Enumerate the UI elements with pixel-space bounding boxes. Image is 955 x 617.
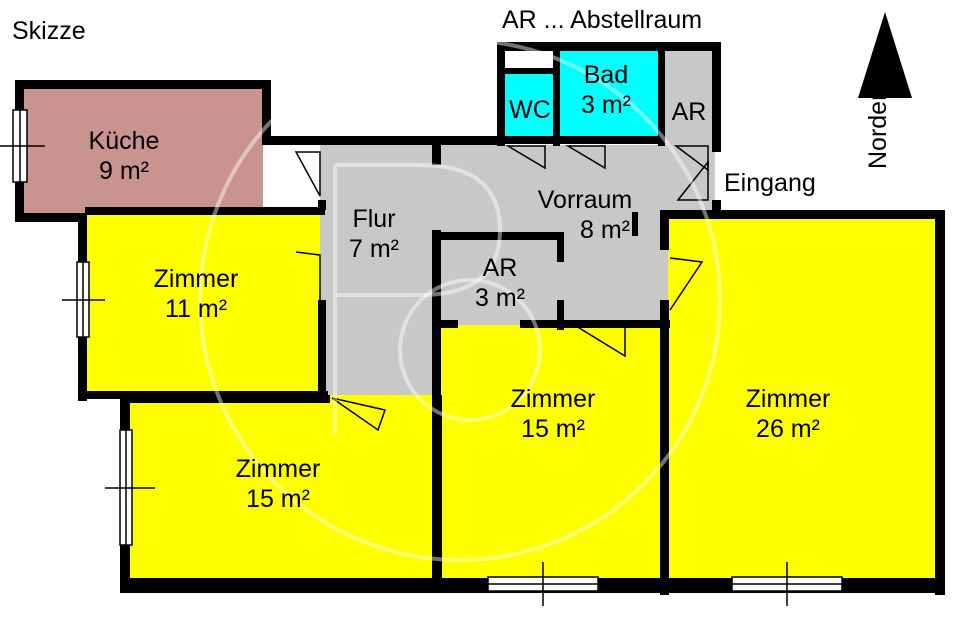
storage-top-room <box>665 50 715 145</box>
wc-name: WC <box>509 96 551 124</box>
bedroom-26-room <box>668 215 943 585</box>
foyer-area: 8 m² <box>579 216 630 244</box>
legend-label: AR ... Abstellraum <box>502 6 703 34</box>
north-label-text: Norden <box>864 87 892 169</box>
watermark-logo <box>198 38 722 562</box>
hall-area: 7 m² <box>349 235 399 263</box>
north-label: Norden <box>864 69 895 169</box>
wc-label: WC <box>509 95 551 125</box>
north-arrow-icon <box>858 12 912 98</box>
storage-mid-area: 3 m² <box>475 284 525 312</box>
bedroom-11-label: Zimmer 11 m² <box>154 264 239 324</box>
bath-name: Bad <box>583 61 629 89</box>
bedroom-26-name: Zimmer <box>745 385 831 413</box>
hall-room <box>320 145 438 395</box>
bedroom-15-center-area: 15 m² <box>521 415 585 443</box>
storage-top-name: AR <box>671 98 707 126</box>
bedroom-11-name: Zimmer <box>153 265 239 293</box>
bath-room <box>559 50 659 140</box>
hall-label: Flur 7 m² <box>349 204 399 264</box>
bedroom-15-left-room <box>128 395 438 585</box>
storage-mid-name: AR <box>482 254 518 282</box>
kitchen-name: Küche <box>88 127 160 155</box>
hall-name: Flur <box>352 205 396 233</box>
bedroom-26-label: Zimmer 26 m² <box>746 384 831 444</box>
bedroom-11-room <box>85 214 325 394</box>
storage-mid-label: AR 3 m² <box>475 253 525 313</box>
foyer-label: Vorraum 8 m² <box>538 185 632 245</box>
bedroom-11-area: 11 m² <box>164 295 228 323</box>
bath-label: Bad 3 m² <box>581 60 631 120</box>
bedroom-15-left-label: Zimmer 15 m² <box>236 454 321 514</box>
foyer-entrance-strip <box>660 145 715 215</box>
wc-room <box>503 72 556 140</box>
bedroom-26-area: 26 m² <box>756 415 820 443</box>
foyer-name: Vorraum <box>537 186 633 214</box>
bedroom-15-center-name: Zimmer <box>510 385 596 413</box>
kitchen-label: Küche 9 m² <box>89 126 160 186</box>
kitchen-room <box>24 88 263 216</box>
windows <box>0 109 843 606</box>
bedroom-15-left-name: Zimmer <box>235 455 321 483</box>
door-swings <box>294 145 709 432</box>
bedroom-15-center-label: Zimmer 15 m² <box>511 384 596 444</box>
bedroom-15-center-room <box>440 325 670 585</box>
entrance-label: Eingang <box>724 169 816 197</box>
bedroom-15-left-area: 15 m² <box>246 485 310 513</box>
storage-mid-room <box>445 240 565 325</box>
kitchen-area: 9 m² <box>98 157 149 185</box>
bath-area: 3 m² <box>581 91 631 119</box>
sketch-label: Skizze <box>12 17 86 45</box>
wc-top-strip <box>503 50 556 72</box>
storage-top-label: AR <box>672 97 707 127</box>
